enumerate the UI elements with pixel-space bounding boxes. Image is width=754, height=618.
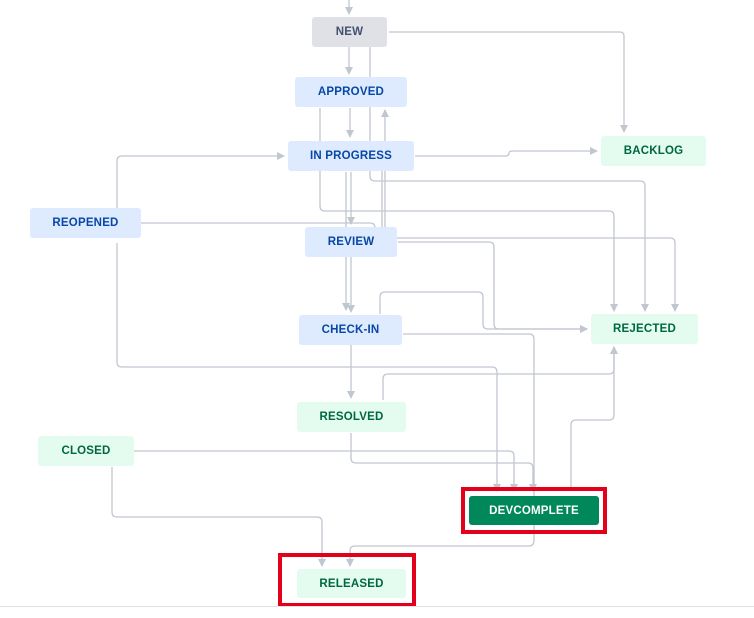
status-approved[interactable]: APPROVED xyxy=(295,77,407,107)
status-label: BACKLOG xyxy=(623,145,684,157)
status-review[interactable]: REVIEW xyxy=(305,227,397,257)
bottom-divider xyxy=(0,606,754,607)
status-backlog[interactable]: BACKLOG xyxy=(601,136,706,166)
status-devcomplete[interactable]: DEVCOMPLETE xyxy=(469,496,599,525)
transition-checkin-devcomplete xyxy=(346,333,535,567)
status-rejected[interactable]: REJECTED xyxy=(591,314,698,344)
status-new[interactable]: NEW xyxy=(312,17,387,47)
status-check-in[interactable]: CHECK-IN xyxy=(299,315,402,345)
status-label: IN PROGRESS xyxy=(309,150,393,162)
highlight-box-devcomplete xyxy=(461,487,607,534)
status-label: REOPENED xyxy=(52,217,119,229)
transition-devcomplete-rejected xyxy=(570,346,618,491)
transition-new-backlog xyxy=(389,31,628,133)
transition-review-rejected xyxy=(398,241,588,333)
status-label: CLOSED xyxy=(61,445,111,457)
transition-new-rejected xyxy=(369,47,649,312)
status-released[interactable]: RELEASED xyxy=(297,569,406,598)
status-label: RELEASED xyxy=(319,577,384,590)
transition-closed-devcomplete xyxy=(134,450,518,492)
status-resolved[interactable]: RESOLVED xyxy=(297,402,406,432)
transition-inprogress-rejected xyxy=(381,152,679,312)
status-label: APPROVED xyxy=(317,86,385,98)
transition-closed-released xyxy=(111,467,326,567)
status-label: REVIEW xyxy=(327,236,375,248)
transition-resolved-devcomplete xyxy=(350,433,537,492)
transition-approved-rejected xyxy=(319,108,618,312)
transition-reopened-inprogress xyxy=(116,152,285,208)
status-label: REJECTED xyxy=(613,323,676,335)
status-label: CHECK-IN xyxy=(321,324,380,336)
status-label: DEVCOMPLETE xyxy=(489,504,579,517)
status-label: NEW xyxy=(335,26,364,38)
status-label: RESOLVED xyxy=(319,411,384,423)
status-in-progress[interactable]: IN PROGRESS xyxy=(288,141,414,171)
transition-resolved-rejected xyxy=(382,346,618,400)
transition-inprogress-backlog xyxy=(415,147,598,157)
status-reopened[interactable]: REOPENED xyxy=(30,208,141,238)
highlight-box-released xyxy=(278,553,416,607)
status-closed[interactable]: CLOSED xyxy=(38,436,134,466)
transition-checkin-rejected xyxy=(379,291,588,333)
transition-reopen-loop xyxy=(116,243,501,492)
